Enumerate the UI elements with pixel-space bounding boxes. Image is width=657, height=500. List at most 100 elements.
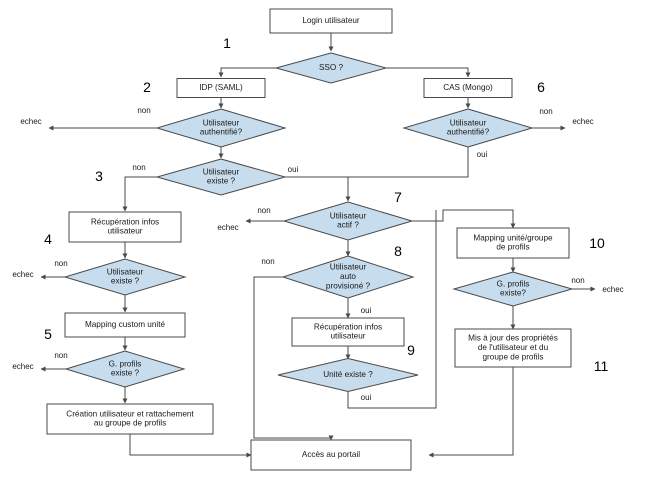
edge-label-lbl_oui_9: oui bbox=[477, 150, 488, 159]
node-label-login: Login utilisateur bbox=[302, 16, 360, 25]
terminal-echec6: echec bbox=[602, 285, 623, 294]
decision-diamond-auth_cas[interactable] bbox=[402, 108, 534, 148]
node-label-mapping_custom: Mapping custom unité bbox=[85, 320, 166, 329]
decision-diamond-exists_idp[interactable] bbox=[155, 158, 287, 196]
edge-label-lbl_non_6: non bbox=[261, 257, 274, 266]
edge-actif-right-to-mapping-unite bbox=[412, 209, 516, 229]
edge-exists-idp-non bbox=[122, 176, 157, 212]
node-label-unite_existe: Unité existe ? bbox=[323, 370, 373, 379]
decision-diamond-actif[interactable] bbox=[282, 201, 414, 241]
step-number-step-3: 3 bbox=[95, 168, 103, 184]
node-label-idp: IDP (SAML) bbox=[199, 83, 243, 92]
terminal-echec3: echec bbox=[12, 362, 33, 371]
step-number-step-9: 9 bbox=[407, 342, 415, 358]
terminal-echec4: echec bbox=[217, 223, 238, 232]
process-box-mapping_custom[interactable] bbox=[64, 312, 186, 338]
terminal-echec5: echec bbox=[572, 117, 593, 126]
process-box-login[interactable] bbox=[269, 8, 393, 34]
decision-diamond-autoprov[interactable] bbox=[281, 255, 415, 299]
flow-node-unite_existe[interactable]: Unité existe ? bbox=[277, 357, 419, 393]
process-box-mise_a_jour[interactable] bbox=[454, 328, 572, 368]
process-box-acces[interactable] bbox=[250, 439, 412, 471]
edge-label-lbl_oui_8: oui bbox=[361, 393, 372, 402]
process-box-idp[interactable] bbox=[176, 78, 266, 98]
flow-node-login[interactable]: Login utilisateur bbox=[269, 8, 393, 34]
process-box-cas[interactable] bbox=[423, 78, 513, 98]
terminal-echec1: echec bbox=[20, 117, 41, 126]
decision-diamond-sso[interactable] bbox=[274, 52, 388, 84]
flow-node-mapping_custom[interactable]: Mapping custom unité bbox=[64, 312, 186, 338]
edge-label-lbl_oui_2: oui bbox=[288, 165, 299, 174]
step-number-step-1: 1 bbox=[223, 35, 231, 51]
decision-diamond-exists_left[interactable] bbox=[63, 258, 187, 296]
step-number-step-6: 6 bbox=[537, 79, 545, 95]
process-box-recup_left[interactable] bbox=[68, 211, 182, 243]
edge-label-lbl_non_10: non bbox=[571, 276, 584, 285]
flow-node-acces[interactable]: Accès au portail bbox=[250, 439, 412, 471]
step-number-step-7: 7 bbox=[394, 189, 402, 205]
step-number-step-11: 11 bbox=[594, 358, 609, 374]
edge-maj-to-acces bbox=[428, 367, 514, 458]
flow-node-sso[interactable]: SSO ? bbox=[274, 52, 388, 84]
edge-label-lbl_non_4: non bbox=[54, 351, 67, 360]
edge-label-lbl_non_5: non bbox=[257, 206, 270, 215]
step-number-step-2: 2 bbox=[143, 79, 151, 95]
decision-diamond-gprofils_left[interactable] bbox=[64, 350, 186, 388]
flow-node-cas[interactable]: CAS (Mongo) bbox=[423, 78, 513, 98]
step-number-step-4: 4 bbox=[44, 231, 52, 247]
edge-unite-oui-up bbox=[347, 210, 437, 409]
process-box-recup_mid[interactable] bbox=[291, 317, 405, 347]
edge-autoprov-non-to-acces bbox=[253, 276, 334, 441]
decision-diamond-auth_idp[interactable] bbox=[155, 108, 287, 148]
edge-sso-to-idp bbox=[218, 67, 276, 78]
process-box-mapping_unite[interactable] bbox=[456, 227, 570, 259]
process-box-creation[interactable] bbox=[46, 403, 214, 435]
node-label-cas: CAS (Mongo) bbox=[443, 83, 493, 92]
decision-diamond-gprofils_right[interactable] bbox=[452, 271, 574, 307]
edges-layer bbox=[40, 33, 596, 458]
node-label-acces: Accès au portail bbox=[302, 450, 360, 459]
edge-label-lbl_non_1: non bbox=[137, 106, 150, 115]
edge-label-lbl_oui_7: oui bbox=[361, 306, 372, 315]
node-label-sso: SSO ? bbox=[319, 63, 344, 72]
edge-sso-to-cas bbox=[386, 67, 471, 78]
step-number-step-8: 8 bbox=[394, 243, 402, 259]
labels-layer: echec echec echec echec echec echec non non oui n… bbox=[12, 35, 623, 402]
edge-creation-to-acces bbox=[129, 434, 252, 458]
edge-label-lbl_non_3: non bbox=[54, 259, 67, 268]
decision-diamond-unite_existe[interactable] bbox=[277, 357, 419, 393]
step-number-step-10: 10 bbox=[589, 235, 605, 251]
flow-node-idp[interactable]: IDP (SAML) bbox=[176, 78, 266, 98]
terminal-echec2: echec bbox=[12, 270, 33, 279]
edge-auth-cas-oui-to-actif bbox=[348, 147, 469, 178]
